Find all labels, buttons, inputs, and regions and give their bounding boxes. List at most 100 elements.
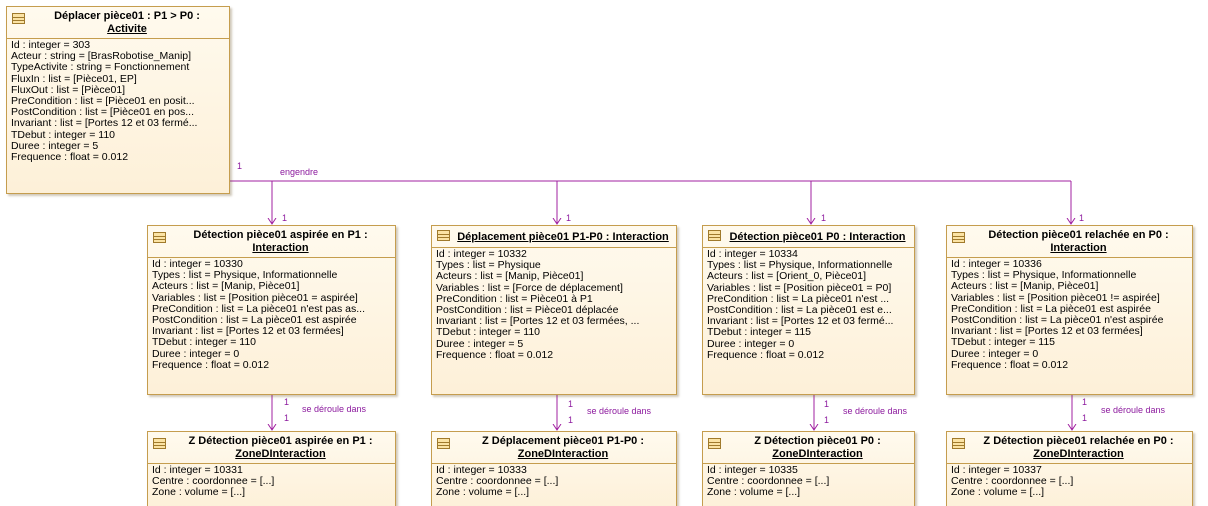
attribute-row: Id : integer = 10330 xyxy=(152,259,243,270)
interaction-header: Détection pièce01 aspirée en P1 : Intera… xyxy=(148,226,395,257)
class-icon xyxy=(153,232,166,243)
source-multiplicity: 1 xyxy=(237,161,243,171)
attribute-row: Id : integer = 10336 xyxy=(951,259,1042,270)
class-icon xyxy=(437,230,450,241)
attribute-row: TDebut : integer = 110 xyxy=(152,337,256,349)
zone-title: Z Détection pièce01 aspirée en P1 : xyxy=(188,435,373,447)
interaction-title: Détection pièce01 relachée en P0 : xyxy=(988,229,1169,241)
zone-class-box[interactable]: Z Détection pièce01 aspirée en P1 : Zone… xyxy=(147,431,396,506)
attribute-row: Id : integer = 10332 xyxy=(436,249,527,260)
attribute-row: Zone : volume = [...] xyxy=(707,487,801,499)
zone-class-box[interactable]: Z Déplacement pièce01 P1-P0 : ZoneDInter… xyxy=(431,431,677,506)
attribute-row: Zone : volume = [...] xyxy=(436,487,530,499)
attribute-row: Centre : coordonnee = [...] xyxy=(436,476,559,488)
attribute-row: Acteurs : list = [Manip, Pièce01] xyxy=(436,271,584,283)
deroule-label: se déroule dans xyxy=(843,406,908,416)
header-separator xyxy=(148,463,395,464)
source-multiplicity: 1 xyxy=(824,399,830,409)
attribute-row: Id : integer = 303 xyxy=(11,40,91,51)
attribute-row: TDebut : integer = 115 xyxy=(951,337,1055,349)
interaction-class-box[interactable]: Détection pièce01 aspirée en P1 : Intera… xyxy=(147,225,396,395)
attribute-row: Duree : integer = 5 xyxy=(436,338,524,350)
attribute-row: Id : integer = 10333 xyxy=(436,465,527,476)
zone-title: Z Détection pièce01 relachée en P0 : xyxy=(983,435,1174,447)
attribute-row: Frequence : float = 0.012 xyxy=(152,359,270,371)
class-icon xyxy=(708,438,721,449)
attribute-row: Variables : list = [Force de déplacement… xyxy=(436,282,623,294)
attribute-row: Frequence : float = 0.012 xyxy=(11,152,129,164)
target-multiplicity: 1 xyxy=(284,413,290,423)
attribute-row: Variables : list = [Position pièce01 = P… xyxy=(707,282,892,294)
zone-title: Z Détection pièce01 P0 : xyxy=(754,435,881,447)
target-multiplicity: 1 xyxy=(566,213,572,223)
source-multiplicity: 1 xyxy=(284,397,290,407)
attribute-row: Duree : integer = 0 xyxy=(152,348,240,360)
interaction-attributes: Id : integer = 10334 Types : list = Phys… xyxy=(703,248,914,362)
engendre-label: engendre xyxy=(280,167,319,177)
attribute-row: PreCondition : list = Pièce01 à P1 xyxy=(436,293,593,305)
attribute-row: Frequence : float = 0.012 xyxy=(951,359,1069,371)
attribute-row: Zone : volume = [...] xyxy=(951,487,1045,499)
activity-attributes: Id : integer = 303 Acteur : string = [Br… xyxy=(7,39,229,164)
attribute-row: PreCondition : list = La pièce01 n'est .… xyxy=(707,293,890,305)
interaction-class-box[interactable]: Déplacement pièce01 P1-P0 : Interaction … xyxy=(431,225,677,395)
zone-class-box[interactable]: Z Détection pièce01 P0 : ZoneDInteractio… xyxy=(702,431,915,506)
attribute-row: Id : integer = 10331 xyxy=(152,465,243,476)
attribute-row: Acteurs : list = [Manip, Pièce01] xyxy=(152,281,300,293)
target-multiplicity: 1 xyxy=(1079,213,1085,223)
deroule-label: se déroule dans xyxy=(302,404,367,414)
zone-stereotype: ZoneDInteraction xyxy=(235,448,326,460)
attribute-row: Types : list = Physique xyxy=(436,260,541,272)
attribute-row: Acteurs : list = [Manip, Pièce01] xyxy=(951,281,1099,293)
interaction-class-box[interactable]: Détection pièce01 relachée en P0 : Inter… xyxy=(946,225,1193,395)
class-icon xyxy=(12,13,25,24)
attribute-row: Types : list = Physique, Informationnell… xyxy=(707,260,893,272)
attribute-row: Invariant : list = [Portes 12 et 03 ferm… xyxy=(11,118,198,130)
interaction-stereotype: Interaction xyxy=(252,242,309,254)
attribute-row: Centre : coordonnee = [...] xyxy=(951,476,1074,488)
interaction-title: Détection pièce01 aspirée en P1 : xyxy=(193,229,368,241)
target-multiplicity: 1 xyxy=(821,213,827,223)
interaction-stereotype: Interaction xyxy=(1050,242,1107,254)
source-multiplicity: 1 xyxy=(1082,397,1088,407)
attribute-row: Variables : list = [Position pièce01 = a… xyxy=(152,292,358,304)
source-multiplicity: 1 xyxy=(568,399,574,409)
attribute-row: Centre : coordonnee = [...] xyxy=(707,476,830,488)
header-separator xyxy=(947,463,1192,464)
zone-stereotype: ZoneDInteraction xyxy=(1033,448,1124,460)
header-separator xyxy=(947,257,1192,258)
header-separator xyxy=(703,247,914,248)
zone-title: Z Déplacement pièce01 P1-P0 : xyxy=(481,435,644,447)
target-multiplicity: 1 xyxy=(282,213,288,223)
attribute-row: PreCondition : list = La pièce01 est asp… xyxy=(951,303,1151,315)
interaction-header: Déplacement pièce01 P1-P0 : Interaction xyxy=(432,226,676,247)
attribute-row: Duree : integer = 5 xyxy=(11,140,99,152)
attribute-row: PreCondition : list = [Pièce01 en posit.… xyxy=(11,96,195,108)
target-multiplicity: 1 xyxy=(568,415,574,425)
zone-attributes: Id : integer = 10333 Centre : coordonnee… xyxy=(432,464,676,500)
interaction-title: Détection pièce01 P0 : Interaction xyxy=(729,231,906,243)
interaction-attributes: Id : integer = 10336 Types : list = Phys… xyxy=(947,258,1192,372)
attribute-row: Acteurs : list = [Orient_0, Pièce01] xyxy=(707,271,867,283)
attribute-row: PostCondition : list = Pièce01 déplacée xyxy=(436,305,619,317)
attribute-row: Types : list = Physique, Informationnell… xyxy=(152,270,338,282)
attribute-row: Duree : integer = 0 xyxy=(707,338,795,350)
class-icon xyxy=(437,438,450,449)
attribute-row: Invariant : list = [Portes 12 et 03 ferm… xyxy=(152,326,344,338)
target-multiplicity: 1 xyxy=(824,415,830,425)
attribute-row: Centre : coordonnee = [...] xyxy=(152,476,275,488)
zone-stereotype: ZoneDInteraction xyxy=(772,448,863,460)
zone-header: Z Détection pièce01 aspirée en P1 : Zone… xyxy=(148,432,395,463)
interaction-class-box[interactable]: Détection pièce01 P0 : Interaction Id : … xyxy=(702,225,915,395)
activity-class-box[interactable]: Déplacer pièce01 : P1 > P0 : Activite Id… xyxy=(6,6,230,194)
attribute-row: Id : integer = 10335 xyxy=(707,465,798,476)
attribute-row: Variables : list = [Position pièce01 != … xyxy=(951,292,1160,304)
attribute-row: Id : integer = 10337 xyxy=(951,465,1042,476)
zone-attributes: Id : integer = 10337 Centre : coordonnee… xyxy=(947,464,1192,500)
attribute-row: FluxOut : list = [Pièce01] xyxy=(11,84,126,96)
header-separator xyxy=(7,38,229,39)
attribute-row: Frequence : float = 0.012 xyxy=(436,349,554,361)
zone-class-box[interactable]: Z Détection pièce01 relachée en P0 : Zon… xyxy=(946,431,1193,506)
activity-title: Déplacer pièce01 : P1 > P0 : xyxy=(54,10,200,22)
